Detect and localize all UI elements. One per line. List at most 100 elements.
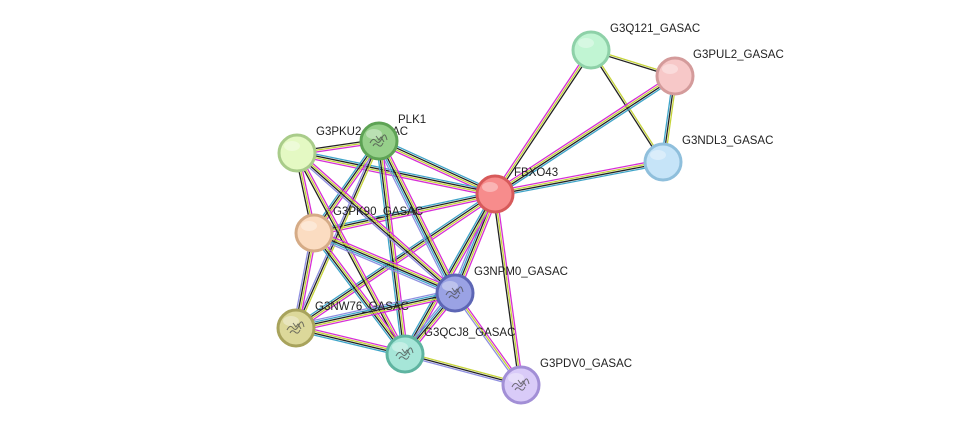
node-label: G3PDV0_GASAC — [540, 358, 632, 370]
node-highlight — [442, 281, 458, 291]
protein-structure-icon — [286, 321, 305, 334]
edge-strand-exp — [313, 234, 455, 296]
node-circle[interactable] — [571, 30, 611, 70]
edge-strand-db — [298, 150, 458, 292]
edge-strand-coexp — [295, 153, 455, 295]
node-circle[interactable] — [385, 334, 425, 374]
edge-strand-homology — [375, 142, 453, 295]
node-g3q121[interactable]: G3Q121_GASAC — [571, 23, 700, 70]
edge-PLK1-G3QCJ8[interactable] — [375, 140, 409, 355]
edge-strand-coexp — [379, 139, 496, 194]
node-g3nw76[interactable]: G3NW76_GASAC — [276, 301, 409, 348]
edge-strand-exp — [496, 77, 677, 197]
edge-FBXO43-G3Q121[interactable] — [492, 48, 594, 196]
edge-strand-text — [314, 194, 496, 235]
protein-structure-icon — [445, 286, 464, 299]
edge-strand-text — [494, 193, 522, 386]
edge-strand-db — [381, 140, 409, 354]
node-circle[interactable] — [501, 365, 541, 405]
edge-strand-exp — [379, 137, 497, 193]
edge-strand-coexp — [295, 292, 456, 329]
node-highlight — [662, 64, 678, 74]
edge-G3PKU2-G3NPM0[interactable] — [294, 150, 458, 296]
node-circle[interactable] — [475, 174, 515, 214]
node-label: G3NW76_GASAC — [315, 301, 409, 313]
edge-strand-text — [296, 294, 456, 331]
protein-structure-icon — [369, 134, 388, 147]
edge-strand-exp — [295, 290, 455, 327]
edge-strand-db — [381, 139, 459, 292]
edge-strand-coexp — [312, 233, 405, 355]
edge-strand-db — [296, 155, 495, 198]
node-g3pk90[interactable]: G3PK90_GASAC — [294, 206, 423, 253]
node-circle[interactable] — [435, 273, 475, 313]
node-highlight — [283, 316, 299, 326]
edge-strand-coexp — [495, 50, 594, 196]
edge-strand-text — [380, 139, 458, 293]
node-circle[interactable] — [655, 56, 695, 96]
node-g3pul2[interactable]: G3PUL2_GASAC — [655, 49, 784, 96]
edge-PLK1-G3NPM0[interactable] — [375, 139, 459, 295]
edge-strand-db — [492, 48, 591, 194]
node-layer: FBXO43 G3Q121_GASAC G3PUL2_GASAC G3NDL3_GAS… — [276, 23, 784, 405]
node-g3pdv0[interactable]: G3PDV0_GASAC — [501, 358, 632, 405]
edge-G3QCJ8-G3PDV0[interactable] — [404, 351, 522, 388]
edge-G3NPM0-G3NW76[interactable] — [295, 288, 456, 333]
edge-strand-exp — [376, 141, 454, 295]
edge-strand-coexp — [294, 153, 404, 356]
node-highlight — [578, 38, 594, 48]
edge-FBXO43-G3NDL3[interactable] — [494, 158, 664, 198]
node-highlight — [508, 373, 524, 383]
edge-strand-coexp — [495, 162, 664, 196]
node-label: G3PUL2_GASAC — [693, 49, 784, 61]
node-circle[interactable] — [276, 308, 316, 348]
edge-FBXO43-G3PUL2[interactable] — [493, 73, 677, 197]
edge-strand-exp — [495, 164, 664, 198]
node-g3ndl3[interactable]: G3NDL3_GASAC — [643, 135, 773, 182]
edge-strand-homology — [312, 235, 454, 297]
edge-strand-text — [494, 49, 592, 195]
edge-strand-coexp — [377, 141, 405, 355]
protein-structure-icon — [395, 347, 414, 360]
node-g3npm0[interactable]: G3NPM0_GASAC — [435, 266, 568, 313]
edge-strand-text — [378, 141, 495, 196]
edge-strand-db — [494, 158, 663, 192]
edge-G3PK90-G3NPM0[interactable] — [312, 229, 457, 297]
edge-strand-db — [314, 196, 496, 237]
edge-G3PK90-G3QCJ8[interactable] — [311, 230, 408, 357]
edge-strand-text — [494, 74, 675, 194]
node-label: FBXO43 — [514, 167, 558, 179]
node-label: PLK1 — [398, 114, 426, 126]
node-highlight — [366, 129, 382, 139]
node-highlight — [301, 221, 317, 231]
node-circle[interactable] — [359, 121, 399, 161]
edge-strand-exp — [311, 234, 404, 357]
edge-strand-text — [405, 351, 522, 384]
node-label: G3NDL3_GASAC — [682, 135, 773, 147]
edge-strand-db — [496, 193, 524, 385]
node-g3qcj8[interactable]: G3QCJ8_GASAC — [385, 327, 515, 374]
edge-strand-exp — [402, 192, 494, 353]
node-circle[interactable] — [277, 133, 317, 173]
edge-strand-db — [315, 230, 408, 353]
edge-FBXO43-G3PKU2[interactable] — [296, 149, 496, 198]
edge-strand-db — [493, 73, 674, 193]
node-fbxo43[interactable]: FBXO43 — [475, 167, 558, 214]
edge-strand-text — [296, 152, 406, 355]
edge-strand-text — [314, 230, 456, 292]
edge-strand-homology — [295, 288, 455, 326]
node-label: G3QCJ8_GASAC — [424, 327, 515, 339]
edge-strand-coexp — [295, 140, 380, 329]
node-circle[interactable] — [643, 142, 683, 182]
edge-strand-coexp — [313, 232, 456, 294]
node-label: G3Q121_GASAC — [610, 23, 700, 35]
edge-FBXO43-G3PDV0[interactable] — [492, 193, 524, 386]
edge-strand-text — [379, 140, 407, 354]
edge-strand-homology — [404, 355, 521, 388]
protein-structure-icon — [511, 378, 530, 391]
node-plk1[interactable]: PLK1 — [359, 114, 426, 161]
edge-strand-homology — [293, 140, 378, 328]
node-circle[interactable] — [294, 213, 334, 253]
edge-strand-text — [297, 151, 457, 293]
